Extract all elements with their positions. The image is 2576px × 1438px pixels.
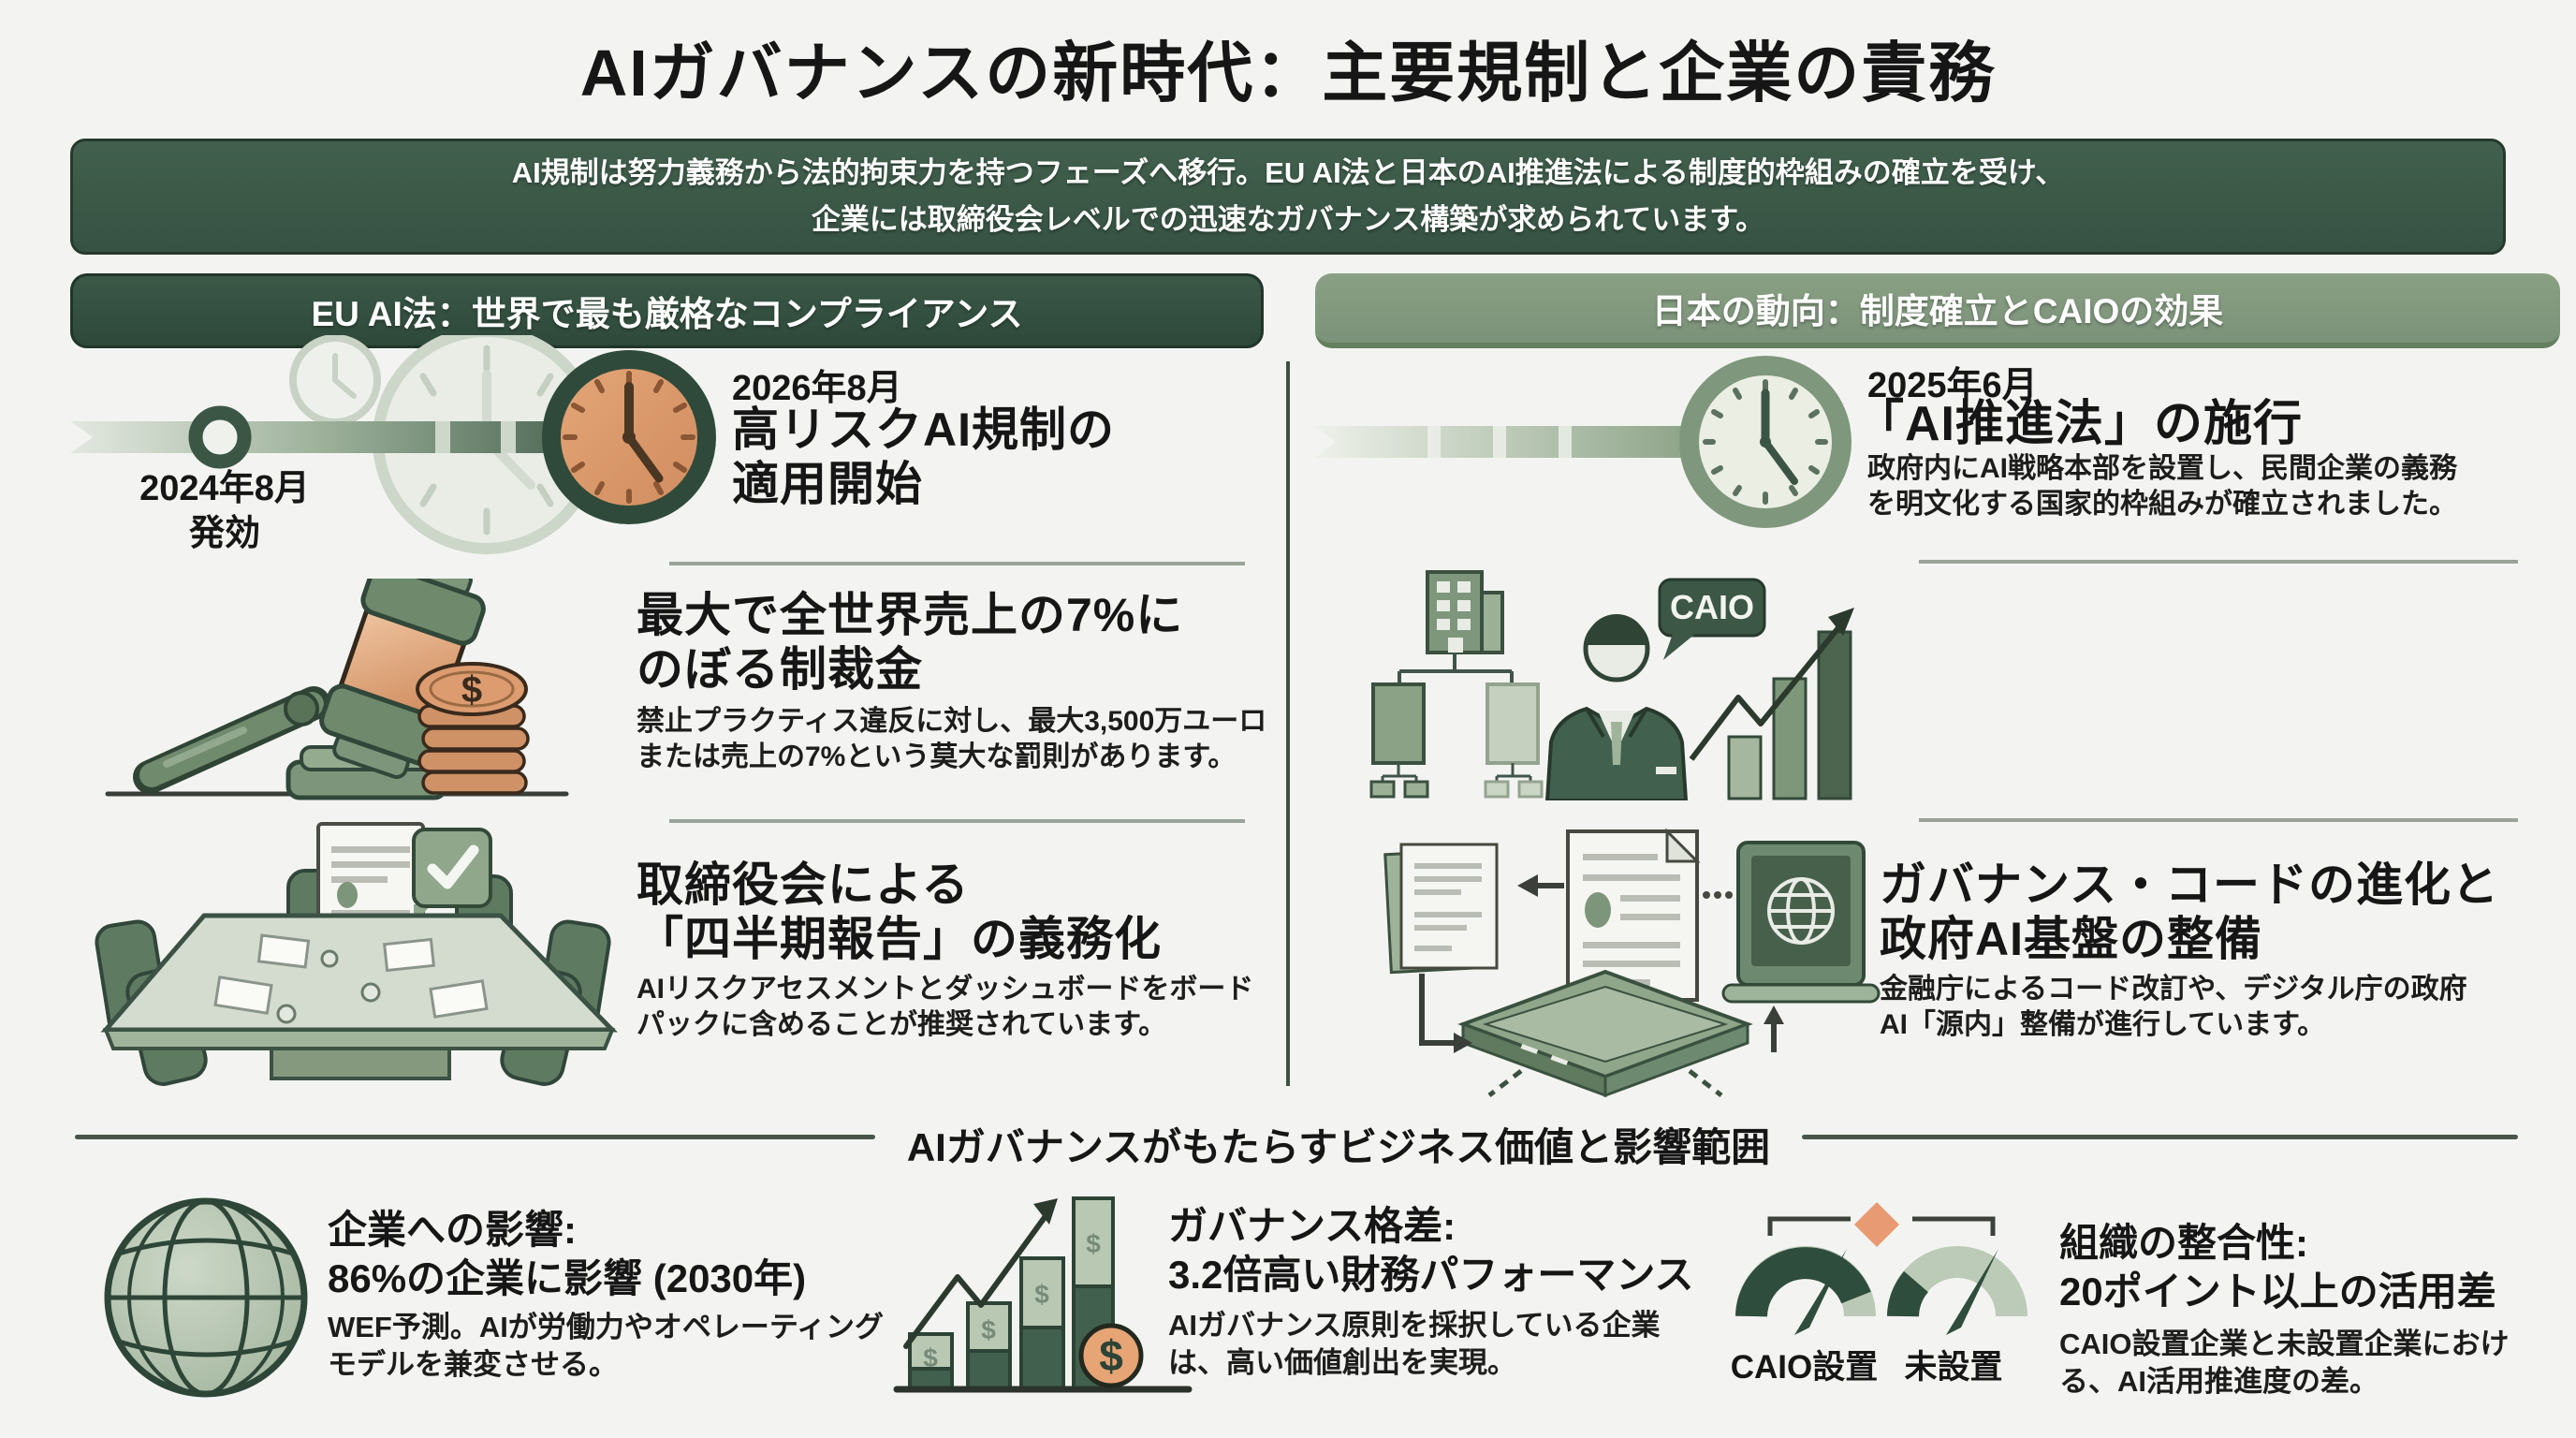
- bar-dollar-4: $: [1086, 1229, 1101, 1258]
- bar-dollar-1: $: [923, 1343, 938, 1372]
- gavel-coins-icon: $: [105, 579, 569, 800]
- japan-column-header: 日本の動向：制度確立とCAIOの効果: [1315, 273, 2560, 348]
- eu-row-divider-1: [669, 562, 1245, 565]
- bar-dollar-2: $: [981, 1315, 996, 1344]
- eu-board-heading: 取締役会による 「四半期報告」の義務化: [637, 858, 1162, 965]
- alignment-body: CAIO設置企業と未設置企業におけ る、AI活用推進度の差。: [2059, 1328, 2510, 1398]
- coin-dollar-2: $: [1099, 1331, 1123, 1380]
- boardroom-table-icon: [95, 822, 618, 1086]
- caio-gauges-icon: [1735, 1201, 2027, 1335]
- column-divider: [1286, 361, 1290, 1086]
- eu-timeline-start-label: 2024年8月 発効: [139, 469, 310, 553]
- eu-fine-heading: 最大で全世界売上の7%に のぼる制裁金: [637, 589, 1184, 696]
- japan-timeline-clock-icon: [1315, 356, 1852, 528]
- bottom-header-line-right: [1802, 1135, 2518, 1139]
- bottom-section-header: AIガバナンスがもたらすビジネス価値と影響範囲: [906, 1125, 1771, 1169]
- jp-gov-heading: ガバナンス・コードの進化と 政府AI基盤の整備: [1880, 858, 2499, 965]
- eu-board-body: AIリスクアセスメントとダッシュボードをボード パックに含めることが推奨されてい…: [637, 974, 1254, 1040]
- jp-law-body: 政府内にAI戦略本部を設置し、民間企業の義務 を明文化する国家的枠組みが確立され…: [1867, 453, 2457, 520]
- eu-timeline-end-date: 2026年8月: [732, 369, 902, 408]
- impact-body: WEF予測。AIが労働力やオペレーティング モデルを兼変させる。: [328, 1311, 885, 1381]
- eu-fine-body: 禁止プラクティス違反に対し、最大3,500万ユーロ または売上の7%という莫大な…: [637, 706, 1267, 772]
- globe-icon: [104, 1197, 308, 1398]
- jp-law-heading: 「AI推進法」の施行: [1855, 397, 2304, 451]
- eu-row-divider-2: [669, 819, 1245, 823]
- intro-banner: AI規制は努力義務から法的拘束力を持つフェーズへ移行。EU AI法と日本のAI推…: [70, 139, 2506, 255]
- jp-row-divider-2: [1919, 818, 2518, 822]
- bottom-header-line-left: [75, 1135, 875, 1139]
- eu-column-header: EU AI法：世界で最も厳格なコンプライアンス: [70, 273, 1264, 348]
- eu-timeline-heading: 高リスクAI規制の 適用開始: [732, 404, 1115, 510]
- gap-title: ガバナンス格差: 3.2倍高い財務パフォーマンス: [1168, 1204, 1694, 1297]
- caio-executive-icon: CAIO: [1369, 570, 1854, 800]
- caio-bubble-label: CAIO: [1670, 588, 1754, 626]
- bar-dollar-3: $: [1034, 1280, 1049, 1309]
- gauge-left-label: CAIO設置: [1730, 1349, 1879, 1386]
- page-title: AIガバナンスの新時代：主要規制と企業の責務: [579, 37, 1997, 110]
- jp-gov-body: 金融庁によるコード改訂や、デジタル庁の政府 AI「源内」整備が進行しています。: [1880, 974, 2467, 1040]
- diamond-marker: [1853, 1201, 1900, 1248]
- jp-law-date: 2025年6月: [1867, 366, 2038, 405]
- impact-title: 企業への影響: 86%の企業に影響 (2030年): [328, 1208, 807, 1300]
- gov-code-documents-icon: [1383, 828, 1881, 1098]
- gap-body: AIガバナンス原則を採択している企業 は、高い価値創出を実現。: [1168, 1309, 1661, 1379]
- gauge-right-label: 未設置: [1904, 1349, 2003, 1386]
- alignment-title: 組織の整合性: 20ポイント以上の活用差: [2059, 1221, 2496, 1313]
- coin-dollar-glyph: $: [461, 669, 482, 711]
- jp-row-divider-1: [1919, 560, 2518, 564]
- growth-bar-chart-icon: $ $ $ $ $: [893, 1196, 1193, 1393]
- intro-banner-text: AI規制は努力義務から法的拘束力を持つフェーズへ移行。EU AI法と日本のAI推…: [511, 155, 2065, 236]
- eu-timeline-clock-icon: [70, 335, 716, 554]
